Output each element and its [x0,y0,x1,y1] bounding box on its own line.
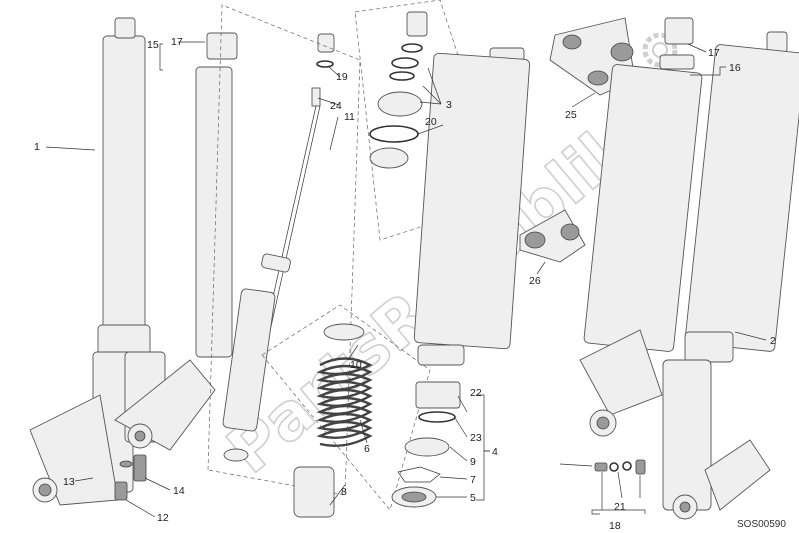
damper-cartridge [222,33,335,462]
bleed-screws [559,459,646,475]
callout-22: 22 [470,387,482,399]
callout-2: 2 [770,335,776,347]
callout-21: 21 [614,501,626,513]
callout-7: 7 [470,474,476,486]
callout-8: 8 [341,486,347,498]
fork-leg-right [579,17,703,437]
callout-17-left: 17 [171,36,183,48]
left-tube-assembly [114,32,238,451]
callout-15: 15 [147,39,159,51]
callout-19: 19 [336,71,348,83]
callout-20: 20 [425,116,437,128]
callout-10: 10 [350,359,362,371]
callout-1: 1 [34,141,40,153]
clamp-26 [519,209,586,263]
fork-leg-left [29,17,151,506]
callout-14: 14 [173,485,185,497]
callout-labels: 1 2 3 4 5 6 7 8 9 10 11 12 13 14 15 16 1… [34,36,786,532]
callout-3: 3 [446,99,452,111]
callout-23: 23 [470,432,482,444]
callout-4: 4 [492,446,498,458]
drawing-code: SOS00590 [737,519,786,530]
callout-18: 18 [609,520,621,532]
bolt-14 [119,454,147,482]
callout-25: 25 [565,109,577,121]
callout-24: 24 [330,100,342,112]
callout-13: 13 [63,476,75,488]
callout-9: 9 [470,456,476,468]
dashed-frame-2 [261,304,431,511]
callout-11: 11 [344,111,355,123]
bolt-12 [114,481,128,501]
fork-leg-far-right [662,31,799,520]
fork-tube-right [391,47,531,508]
callout-17-right: 17 [708,47,720,59]
callout-6: 6 [364,443,370,455]
callout-16: 16 [729,62,741,74]
spring [293,323,373,518]
callout-26: 26 [529,275,541,287]
callout-5: 5 [470,492,476,504]
callout-12: 12 [157,512,169,524]
top-cap-assembly [369,11,428,169]
leader-lines [45,41,767,518]
